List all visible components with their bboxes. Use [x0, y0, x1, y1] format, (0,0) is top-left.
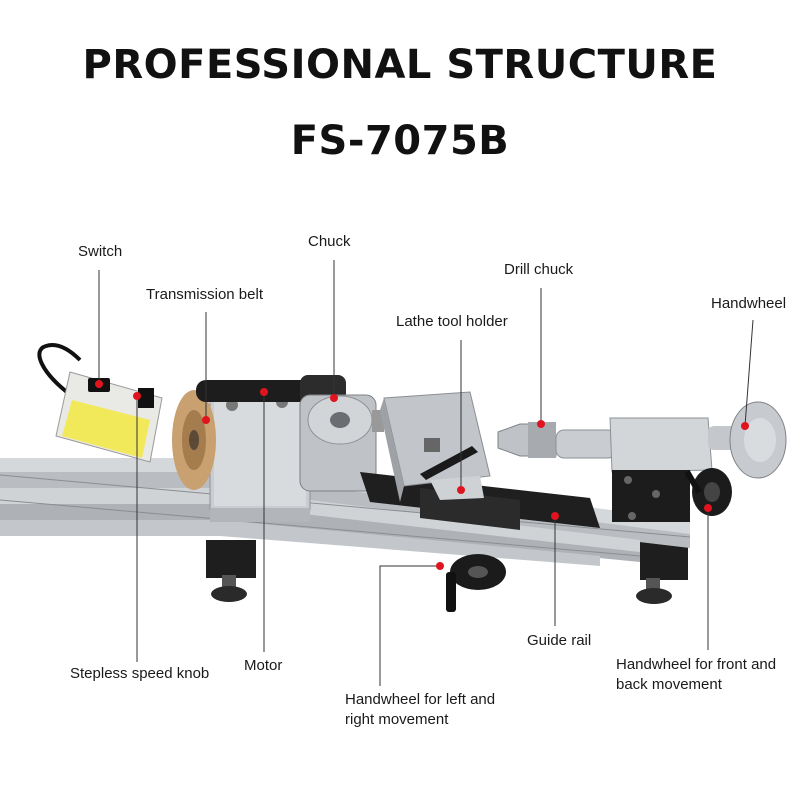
label-handwheel-left-right: Handwheel for left and right movement — [345, 691, 496, 728]
label-transmission-belt: Transmission belt — [146, 286, 263, 303]
headline: PROFESSIONAL STRUCTURE — [82, 42, 718, 88]
label-guide-rail: Guide rail — [527, 632, 592, 649]
label-drill-chuck: Drill chuck — [504, 261, 574, 278]
label-motor: Motor — [244, 657, 283, 674]
bed-rails — [0, 458, 691, 566]
marker-stepless-speed-knob — [133, 392, 141, 400]
belt-pulley — [172, 390, 216, 490]
marker-guide-rail — [551, 512, 559, 520]
marker-switch — [95, 380, 103, 388]
label-lathe-tool-holder: Lathe tool holder — [396, 313, 508, 330]
marker-motor — [260, 388, 268, 396]
three-jaw-chuck — [299, 394, 384, 492]
label-handwheel: Handwheel — [711, 295, 787, 312]
model-number: FS-7075B — [290, 118, 510, 164]
left-leg — [206, 540, 256, 602]
tool-holder — [380, 391, 491, 502]
marker-handwheel — [741, 422, 749, 430]
marker-drill-chuck — [537, 420, 545, 428]
label-handwheel-front-back: Handwheel for front and back movement — [616, 656, 777, 693]
cross-slide-handwheel — [684, 468, 732, 516]
headstock — [209, 396, 311, 522]
label-stepless-speed-knob: Stepless speed knob — [70, 665, 210, 682]
marker-transmission-belt — [202, 416, 210, 424]
markers — [95, 380, 749, 570]
carriage-handwheel — [446, 554, 506, 612]
marker-handwheel-front-back — [704, 504, 712, 512]
marker-chuck — [330, 394, 338, 402]
label-chuck: Chuck — [308, 233, 351, 250]
tailstock-handwheel — [729, 401, 787, 479]
drill-chuck — [497, 422, 557, 458]
label-switch: Switch — [78, 243, 123, 260]
leader-lines — [98, 260, 754, 686]
switch-box — [37, 343, 163, 463]
right-leg — [636, 540, 688, 604]
marker-lathe-tool-holder — [457, 486, 465, 494]
marker-handwheel-left-right — [436, 562, 444, 570]
